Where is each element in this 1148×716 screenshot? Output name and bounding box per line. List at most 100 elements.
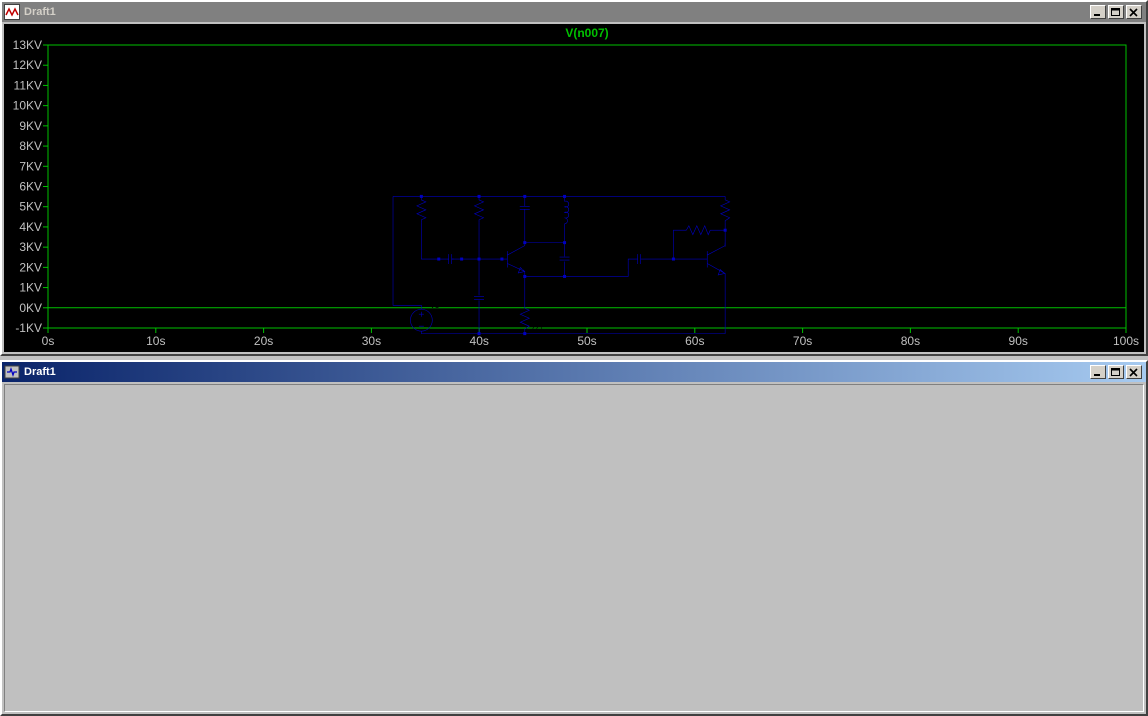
- capacitor-c5[interactable]: [636, 254, 642, 265]
- c5-name: C5: [634, 247, 643, 254]
- waveform-plot-pane[interactable]: V(n007) 13KV 12KV 11KV 10KV 9KV 8KV 7KV 6KV 5KV 4…: [4, 24, 1144, 352]
- r2-name: R2: [486, 203, 495, 210]
- transistor-q2[interactable]: [706, 242, 726, 277]
- y-tick-label: 5KV: [19, 200, 42, 214]
- q2-name: Q2: [722, 252, 731, 259]
- c2-value: 0.3: [481, 309, 491, 316]
- x-axis: 0s 10s 20s 30s 40s 50s 60s 70s 80s 90s 100s: [42, 328, 1139, 348]
- minimize-button[interactable]: [1090, 365, 1106, 379]
- q2-value: 2N2222: [722, 264, 746, 271]
- c1-name: C1: [445, 246, 454, 253]
- maximize-icon: [1111, 7, 1120, 16]
- close-icon: [1129, 367, 1138, 377]
- y-tick-label: 10KV: [13, 99, 42, 113]
- maximize-button[interactable]: [1108, 5, 1124, 19]
- maximize-icon: [1111, 367, 1120, 376]
- schematic-window: Draft1: [0, 194, 1148, 716]
- inductor-l1[interactable]: [563, 200, 569, 225]
- waveform-chart[interactable]: V(n007) 13KV 12KV 11KV 10KV 9KV 8KV 7KV 6KV 5KV 4…: [4, 24, 1144, 354]
- x-tick-label: 90s: [1009, 334, 1028, 348]
- spice-directive[interactable]: .tran 0 100 0 50: [410, 343, 459, 350]
- y-tick-label: 11KV: [14, 78, 42, 92]
- resistor-r5[interactable]: [686, 224, 711, 236]
- y-tick-label: 6KV: [19, 180, 42, 194]
- q1-value: 2N2222: [522, 264, 546, 271]
- x-tick-label: 50s: [577, 334, 596, 348]
- capacitor-c3[interactable]: [519, 206, 530, 212]
- junction-dots: [419, 194, 727, 336]
- x-tick-label: 20s: [254, 334, 273, 348]
- close-icon: [1129, 7, 1138, 17]
- close-button[interactable]: [1126, 365, 1142, 379]
- resistor-r3[interactable]: [519, 307, 530, 333]
- close-button[interactable]: [1126, 5, 1142, 19]
- y-tick-label: 7KV: [19, 159, 42, 173]
- resistor-r4[interactable]: [719, 199, 731, 223]
- v1-name: V1: [430, 303, 439, 310]
- schematic-window-titlebar[interactable]: Draft1: [2, 362, 1146, 382]
- resistor-r1[interactable]: [416, 196, 427, 223]
- plot-window-title: Draft1: [24, 6, 56, 18]
- minimize-button[interactable]: [1090, 5, 1106, 19]
- y-tick-label: 1KV: [19, 281, 42, 295]
- schematic-drawing[interactable]: R1 4.75K R2 22.1K C3 0.00001 L1 110n R4 …: [0, 0, 1148, 356]
- schematic-canvas[interactable]: R1 4.75K R2 22.1K C3 0.00001 L1 110n R4 …: [4, 194, 1144, 712]
- capacitor-c4[interactable]: [559, 256, 570, 261]
- c3-name: C3: [527, 197, 536, 204]
- y-tick-label: 9KV: [19, 119, 42, 133]
- minimize-icon: [1094, 13, 1100, 16]
- maximize-button[interactable]: [1108, 365, 1124, 379]
- r3-value: 221: [532, 325, 544, 332]
- waveform-app-icon: [4, 4, 20, 20]
- x-tick-label: 10s: [146, 334, 165, 348]
- y-tick-label: 4KV: [19, 220, 42, 234]
- r2-value: 22.1K: [486, 215, 505, 222]
- wire-r1-to-c1[interactable]: [421, 222, 447, 260]
- y-tick-label: 13KV: [13, 38, 42, 52]
- r4-name: R4: [732, 203, 741, 210]
- r1-name: R1: [429, 203, 438, 210]
- schematic-window-controls: [1088, 365, 1142, 379]
- capacitor-c1[interactable]: [446, 254, 454, 265]
- y-tick-label: 12KV: [13, 58, 42, 72]
- c2-name: C2: [482, 289, 491, 296]
- minimize-icon: [1094, 373, 1100, 376]
- c5-value: 0.00003: [624, 267, 649, 274]
- x-tick-label: 70s: [793, 334, 812, 348]
- x-tick-label: 30s: [362, 334, 381, 348]
- capacitor-c2[interactable]: [474, 296, 485, 300]
- plot-window-controls: [1088, 5, 1142, 19]
- v1-value: 3: [430, 334, 434, 341]
- x-tick-label: 100s: [1113, 334, 1139, 348]
- q1-name: Q1: [522, 252, 531, 259]
- wire-ground-rail[interactable]: [421, 276, 726, 334]
- l1-name: L1: [572, 203, 580, 210]
- r5-name: R5: [694, 218, 703, 225]
- l1-value: 110n: [572, 217, 587, 224]
- wire-v1-to-top[interactable]: [392, 196, 422, 310]
- r5-value: 46.4K: [688, 239, 707, 246]
- c4-value: 0.00005: [568, 269, 593, 276]
- c1-value: 0.3: [444, 267, 454, 274]
- voltage-source-v1[interactable]: [410, 308, 433, 332]
- y-tick-label: 8KV: [19, 139, 42, 153]
- schematic-window-title: Draft1: [24, 366, 56, 378]
- plot-window-titlebar[interactable]: Draft1: [2, 2, 1146, 22]
- schematic-app-icon: [4, 365, 20, 379]
- wire-emitter-node[interactable]: [524, 258, 637, 277]
- x-tick-label: 0s: [42, 334, 55, 348]
- wire-r5-loop[interactable]: [673, 229, 687, 260]
- trace-label[interactable]: V(n007): [565, 26, 608, 40]
- y-tick-label: 3KV: [19, 240, 42, 254]
- r3-name: R3: [532, 312, 541, 319]
- y-axis: 13KV 12KV 11KV 10KV 9KV 8KV 7KV 6KV 5KV 4KV 3KV 2KV…: [13, 38, 48, 335]
- c4-name: C4: [568, 249, 577, 256]
- y-tick-label: -1KV: [15, 321, 42, 335]
- x-tick-label: 60s: [685, 334, 704, 348]
- resistor-r2[interactable]: [473, 196, 485, 223]
- x-tick-label: 40s: [470, 334, 489, 348]
- r4-value: 267: [732, 215, 744, 222]
- y-tick-label: 2KV: [19, 260, 42, 274]
- c3-value: 0.00001: [527, 217, 552, 224]
- x-tick-label: 80s: [901, 334, 920, 348]
